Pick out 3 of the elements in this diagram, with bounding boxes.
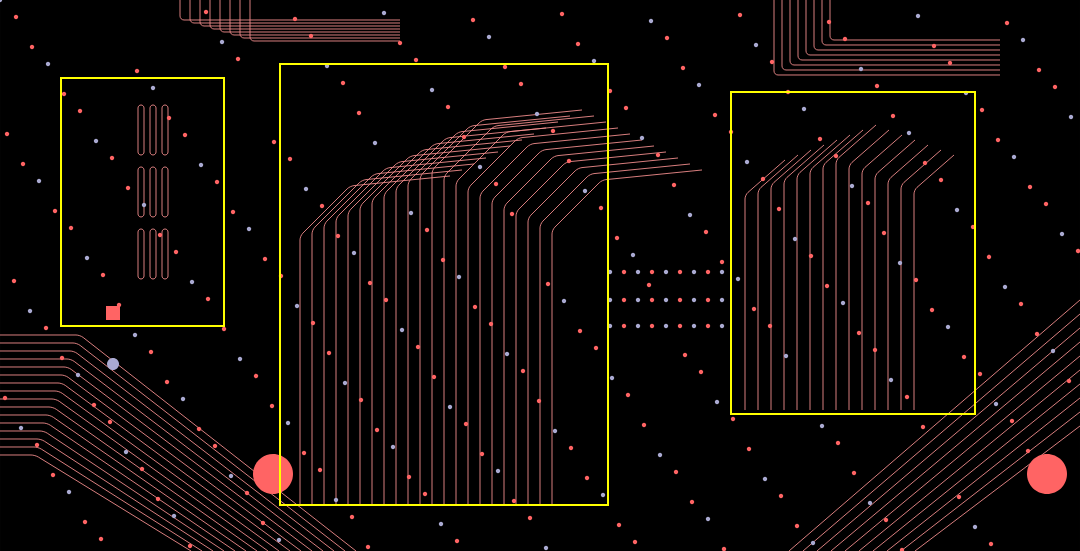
highlight-rectangle [279, 63, 609, 506]
highlight-rectangle [730, 91, 976, 415]
highlight-rectangle [60, 77, 225, 327]
